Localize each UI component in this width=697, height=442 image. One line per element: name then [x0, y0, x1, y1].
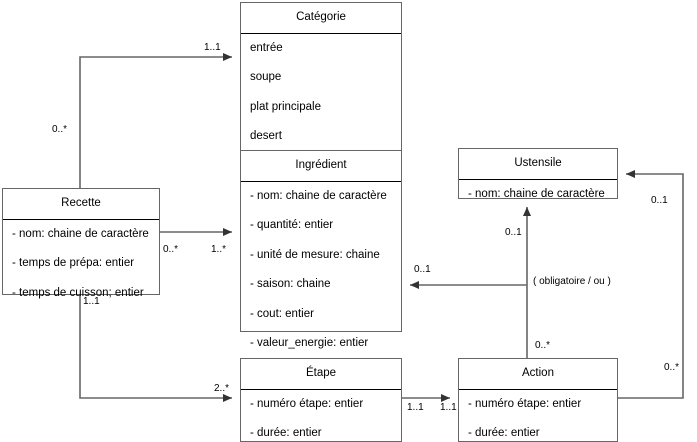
multiplicity-label: 0..1 — [414, 264, 431, 275]
multiplicity-label: 0..1 — [651, 195, 668, 206]
class-attribute: - nom: chaine de caractère — [250, 189, 387, 202]
class-title-ustensile: Ustensile — [459, 149, 617, 180]
class-attribute: - temps de prépa: entier — [12, 257, 135, 269]
class-title-ingredient: Ingrédient — [241, 151, 401, 182]
multiplicity-label: 1..1 — [407, 402, 424, 413]
class-attribute: - numéro étape: entier — [468, 397, 582, 410]
class-attribute: - durée: entier — [468, 427, 540, 439]
multiplicity-label: 1..1 — [440, 402, 457, 413]
uml-class-recette[interactable]: Recette - nom: chaine de caractère - tem… — [2, 188, 160, 298]
uml-class-categorie[interactable]: Catégorie entrée soupe plat principale d… — [240, 2, 402, 175]
class-attribute: - nom: chaine de caractère — [468, 187, 605, 200]
multiplicity-label: 0..* — [535, 340, 551, 351]
class-attribute: - saison: chaine — [250, 278, 331, 290]
class-attribute: - numéro étape: entier — [250, 397, 364, 410]
class-attribute: - nom: chaine de caractère — [12, 227, 149, 240]
class-attribute: - quantité: entier — [250, 219, 334, 231]
class-attribute: - valeur_energie: entier — [250, 337, 369, 349]
class-title-categorie: Catégorie — [241, 3, 401, 34]
class-attributes-action: - numéro étape: entier - durée: entier — [459, 390, 617, 442]
class-title-recette: Recette — [3, 189, 159, 220]
multiplicity-label: 1..1 — [83, 296, 100, 307]
multiplicity-label: 1..* — [211, 244, 227, 255]
multiplicity-label: 0..* — [664, 362, 680, 373]
class-attribute: plat principale — [250, 100, 321, 113]
class-attribute: - unité de mesure: chaine — [250, 248, 380, 261]
class-attributes-etape: - numéro étape: entier - durée: entier — [241, 390, 401, 442]
class-attributes-categorie: entrée soupe plat principale desert — [241, 34, 401, 152]
class-attributes-ingredient: - nom: chaine de caractère - quantité: e… — [241, 182, 401, 359]
multiplicity-label: 0..1 — [505, 227, 522, 238]
constraint-note-obligatoire-ou: ( obligatoire / ou ) — [533, 276, 611, 287]
class-attribute: - durée: entier — [250, 427, 322, 439]
uml-class-action[interactable]: Action - numéro étape: entier - durée: e… — [458, 358, 618, 442]
multiplicity-label: 1..1 — [204, 42, 221, 53]
class-attribute: desert — [250, 130, 282, 142]
class-attribute: - cout: entier — [250, 307, 314, 320]
class-attributes-recette: - nom: chaine de caractère - temps de pr… — [3, 220, 159, 309]
edge-recette-categorie — [79, 53, 232, 188]
class-attribute: - temps de cuisson; entier — [12, 286, 144, 299]
multiplicity-label: 0..* — [52, 124, 68, 135]
class-attributes-ustensile: - nom: chaine de caractère — [459, 180, 617, 210]
class-attribute: soupe — [250, 71, 282, 83]
multiplicity-label: 2..* — [214, 383, 230, 394]
edge-recette-etape — [79, 295, 232, 402]
uml-class-ingredient[interactable]: Ingrédient - nom: chaine de caractère - … — [240, 150, 402, 349]
uml-class-etape[interactable]: Étape - numéro étape: entier - durée: en… — [240, 358, 402, 442]
class-title-action: Action — [459, 359, 617, 390]
class-title-etape: Étape — [241, 359, 401, 390]
class-attribute: entrée — [250, 41, 283, 54]
uml-class-ustensile[interactable]: Ustensile - nom: chaine de caractère — [458, 148, 618, 199]
multiplicity-label: 0..* — [163, 244, 179, 255]
